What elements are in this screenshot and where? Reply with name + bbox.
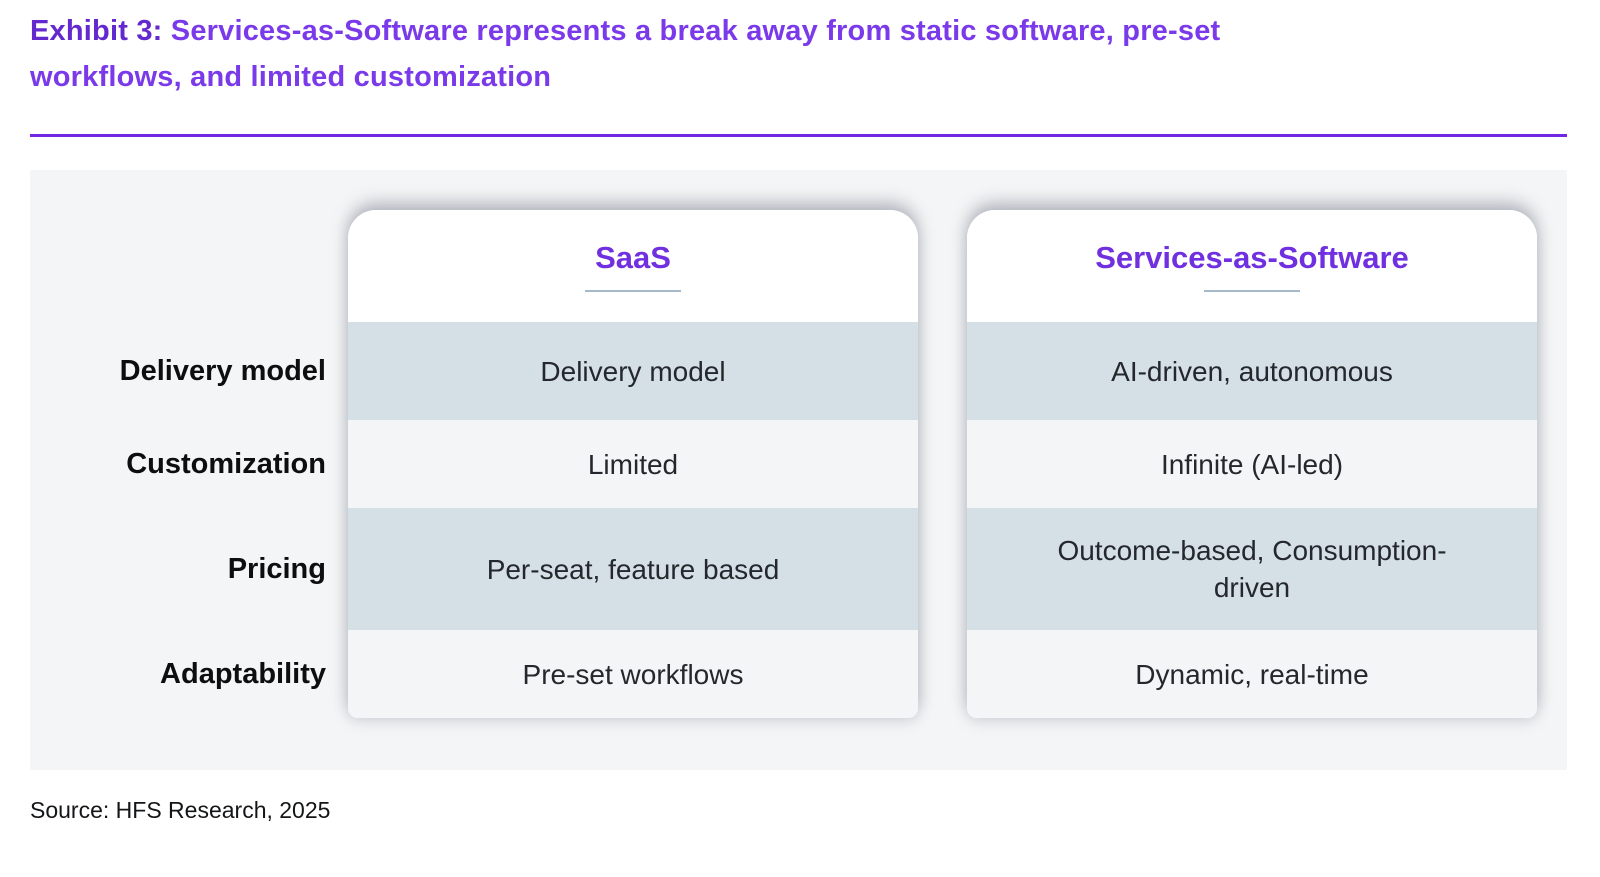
saas-card: SaaS Delivery model Limited Per-seat, fe… <box>348 210 918 718</box>
services-as-software-card: Services-as-Software AI-driven, autonomo… <box>967 210 1537 718</box>
saas-cell-pricing: Per-seat, feature based <box>348 508 918 630</box>
exhibit-title-line1: Exhibit 3: Services-as-Software represen… <box>30 8 1450 54</box>
saas-title-underline <box>585 290 681 292</box>
saas-card-title: SaaS <box>595 240 671 275</box>
services-cell-delivery-model: AI-driven, autonomous <box>967 322 1537 420</box>
title-divider <box>30 134 1567 137</box>
row-label-pricing: Pricing <box>227 552 326 585</box>
services-cell-adaptability: Dynamic, real-time <box>967 630 1537 718</box>
services-title-underline <box>1204 290 1300 292</box>
row-label-column: Delivery model Customization Pricing Ada… <box>30 322 326 718</box>
row-label-delivery-model: Delivery model <box>119 354 326 387</box>
services-cell-pricing: Outcome-based, Consumption-driven <box>967 508 1537 630</box>
services-cell-customization: Infinite (AI-led) <box>967 420 1537 508</box>
saas-cell-delivery-model: Delivery model <box>348 322 918 420</box>
row-label-adaptability: Adaptability <box>160 657 326 690</box>
services-card-header: Services-as-Software <box>967 210 1537 322</box>
saas-cell-adaptability: Pre-set workflows <box>348 630 918 718</box>
comparison-panel: Delivery model Customization Pricing Ada… <box>30 170 1567 770</box>
saas-cell-customization: Limited <box>348 420 918 508</box>
saas-card-header: SaaS <box>348 210 918 322</box>
source-attribution: Source: HFS Research, 2025 <box>30 797 331 823</box>
exhibit-title-text: Services-as-Software represents a break … <box>170 15 1221 47</box>
services-card-title: Services-as-Software <box>1095 240 1409 275</box>
exhibit-title-line2: workflows, and limited customization <box>30 61 552 93</box>
exhibit-title: Exhibit 3: Services-as-Software represen… <box>30 8 1450 100</box>
row-label-customization: Customization <box>126 447 326 480</box>
exhibit-number: Exhibit 3: <box>30 15 163 47</box>
